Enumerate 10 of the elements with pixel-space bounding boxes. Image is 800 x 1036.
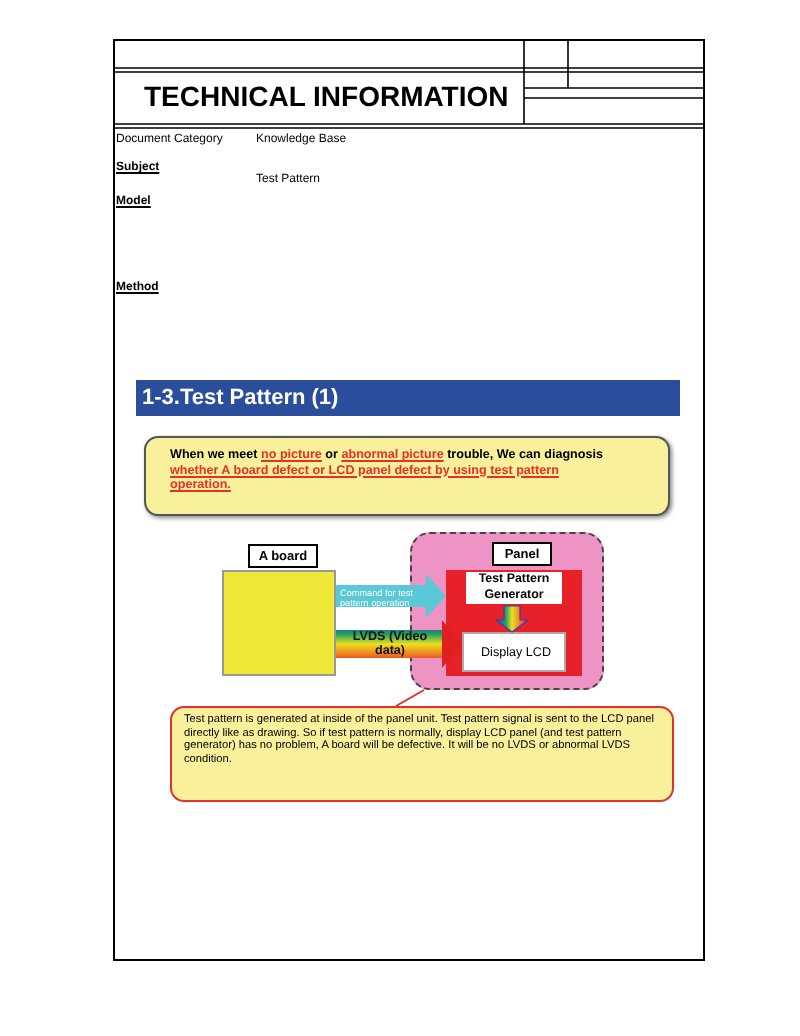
section-banner: 1-3.Test Pattern (1): [136, 380, 680, 416]
block-arrow: [336, 620, 462, 668]
note-box: [144, 436, 670, 516]
block-arrow: [336, 574, 446, 618]
display-box: [462, 632, 566, 672]
block-arrow: [494, 605, 530, 633]
note-box: [170, 706, 674, 802]
leader-line: [395, 689, 425, 707]
document-title: TECHNICAL INFORMATION: [144, 82, 509, 110]
generator-box: [446, 570, 582, 676]
